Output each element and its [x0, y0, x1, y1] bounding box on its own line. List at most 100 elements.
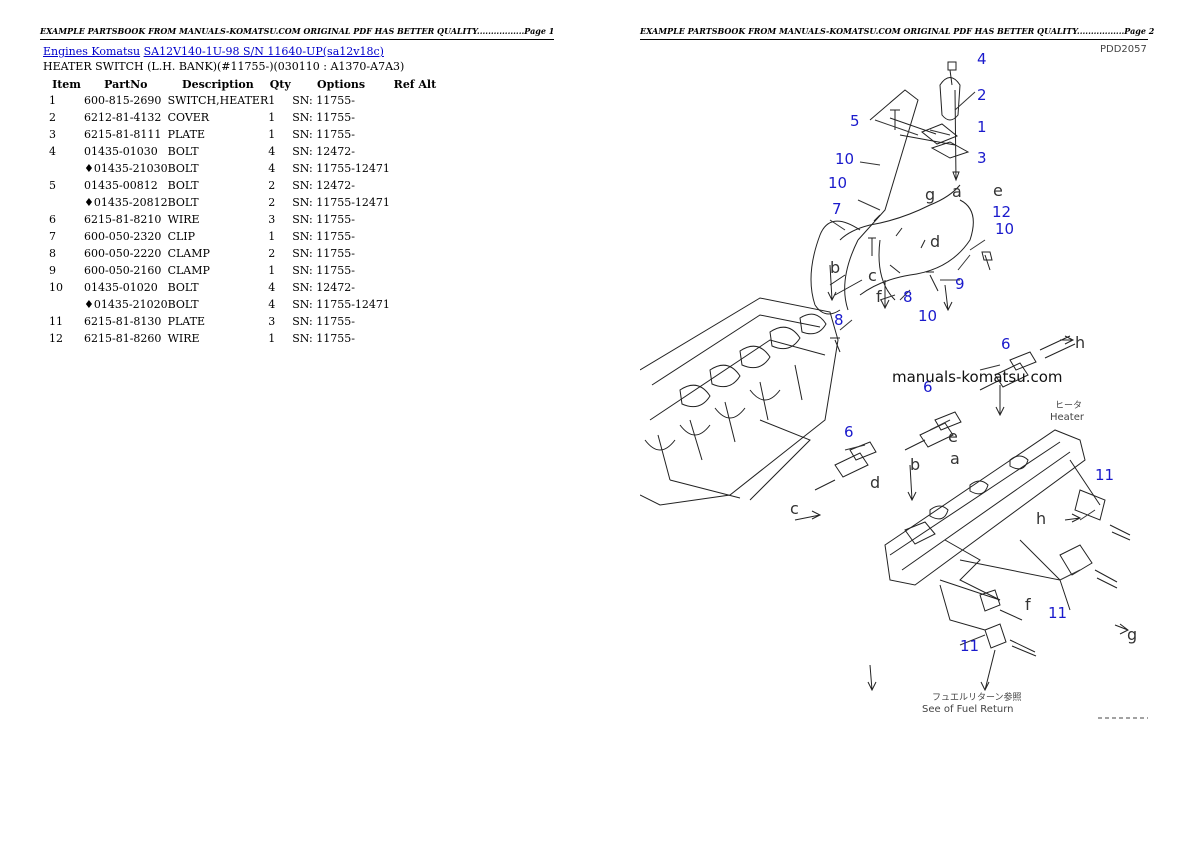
col-header-description: Description — [182, 78, 254, 91]
cell-item — [43, 160, 84, 177]
cell-item: 2 — [49, 111, 56, 124]
exploded-parts-diagram: 4 2 5 1 3 10 10 7 12 10 9 8 10 8 6 6 6 1… — [640, 44, 1148, 719]
cell-qty: 3 — [268, 315, 276, 328]
cell-options: SN: 12472- — [292, 179, 355, 192]
cell-item — [43, 296, 84, 313]
letter-b: b — [830, 258, 840, 277]
cell-options: SN: 11755- — [292, 332, 355, 345]
cell-ref-alt — [390, 279, 440, 296]
breadcrumb: Engines Komatsu SA12V140-1U-98 S/N 11640… — [43, 45, 384, 58]
col-header-partno: PartNo — [104, 78, 148, 91]
cell-options: SN: 11755- — [292, 111, 355, 124]
cell-ref-alt — [390, 160, 440, 177]
cell-description: BOLT — [167, 281, 199, 294]
letter-f: f — [1025, 595, 1031, 614]
cell-ref-alt — [390, 126, 440, 143]
col-header-item: Item — [52, 78, 81, 91]
cell-ref-alt — [390, 177, 440, 194]
cell-item: 11 — [49, 315, 63, 328]
cell-options: SN: 11755- — [292, 213, 355, 226]
cell-description: BOLT — [167, 196, 199, 209]
cell-partno: 600-050-2220 — [84, 247, 162, 260]
cell-partno: 600-050-2160 — [84, 264, 162, 277]
cell-item: 9 — [49, 264, 56, 277]
cell-options: SN: 11755-12471 — [292, 162, 390, 175]
fuel-return-label-jp: フュエルリターン参照 — [932, 691, 1022, 703]
page-title: HEATER SWITCH (L.H. BANK)(#11755-)(03011… — [43, 60, 405, 73]
page-2-header: EXAMPLE PARTSBOOK FROM MANUALS-KOMATSU.C… — [640, 26, 1154, 40]
connection-letters: a e g d b c f h e a b d c h f g — [790, 181, 1137, 644]
cell-ref-alt — [390, 194, 440, 211]
cell-item: 3 — [49, 128, 56, 141]
cell-qty: 1 — [268, 111, 276, 124]
cell-ref-alt — [390, 313, 440, 330]
heater-label-jp: ヒータ — [1055, 400, 1082, 411]
cell-partno: ♦01435-21020 — [84, 298, 168, 311]
cell-options: SN: 11755- — [292, 94, 355, 107]
cell-description: WIRE — [167, 213, 200, 226]
cell-item: 6 — [49, 213, 56, 226]
breadcrumb-link-model[interactable]: SA12V140-1U-98 S/N 11640-UP(sa12v18c) — [143, 45, 384, 58]
callout-4: 4 — [977, 50, 987, 68]
letter-c: c — [790, 499, 799, 518]
engine-block-drawing — [640, 297, 839, 506]
letter-f: f — [876, 287, 882, 306]
callout-2: 2 — [977, 86, 987, 104]
cell-item: 7 — [49, 230, 56, 243]
callout-9: 9 — [955, 275, 965, 293]
cell-item: 1 — [49, 94, 56, 107]
cell-ref-alt — [390, 228, 440, 245]
col-header-options: Options — [317, 78, 366, 91]
callout-11: 11 — [1095, 466, 1114, 484]
callout-3: 3 — [977, 149, 987, 167]
callout-10: 10 — [828, 174, 847, 192]
cell-options: SN: 11755-12471 — [292, 196, 390, 209]
letter-d: d — [930, 232, 940, 251]
cell-item: 4 — [49, 145, 56, 158]
cell-qty: 1 — [268, 332, 276, 345]
cell-partno: ♦01435-20812 — [84, 196, 168, 209]
cell-qty: 1 — [268, 128, 276, 141]
parts-table: Item PartNo Description Qty Options Ref … — [43, 77, 440, 347]
cell-qty: 4 — [268, 145, 276, 158]
cell-description: PLATE — [167, 315, 205, 328]
callout-10: 10 — [995, 220, 1014, 238]
callout-numbers: 4 2 5 1 3 10 10 7 12 10 9 8 10 8 6 6 6 1… — [828, 50, 1114, 655]
cell-ref-alt — [390, 143, 440, 160]
cell-description: COVER — [167, 111, 210, 124]
cell-partno: 6215-81-8260 — [84, 332, 162, 345]
cell-partno: 6212-81-4132 — [84, 111, 162, 124]
callout-10: 10 — [835, 150, 854, 168]
callout-1: 1 — [977, 118, 987, 136]
breadcrumb-link-engines[interactable]: Engines Komatsu — [43, 45, 141, 58]
cell-partno: 6215-81-8111 — [84, 128, 162, 141]
diagram-code: PDD2057 — [1100, 44, 1147, 55]
cell-options: SN: 11755- — [292, 230, 355, 243]
cell-qty: 4 — [268, 298, 276, 311]
cell-description: SWITCH,HEATER — [167, 94, 269, 107]
cell-description: WIRE — [167, 332, 200, 345]
heater-label: Heater — [1050, 412, 1085, 423]
cell-ref-alt — [390, 296, 440, 313]
cell-ref-alt — [390, 262, 440, 279]
watermark: manuals-komatsu.com — [892, 368, 1063, 386]
cell-ref-alt — [390, 330, 440, 347]
callout-leader-lines — [829, 91, 1096, 646]
callout-8: 8 — [834, 311, 844, 329]
cell-qty: 4 — [268, 281, 276, 294]
cell-partno: 01435-01020 — [84, 281, 158, 294]
cell-description: BOLT — [167, 162, 199, 175]
cell-partno: 600-815-2690 — [84, 94, 162, 107]
cell-qty: 1 — [268, 94, 276, 107]
cell-options: SN: 12472- — [292, 145, 355, 158]
cell-partno: 6215-81-8130 — [84, 315, 162, 328]
cell-qty: 2 — [268, 247, 276, 260]
